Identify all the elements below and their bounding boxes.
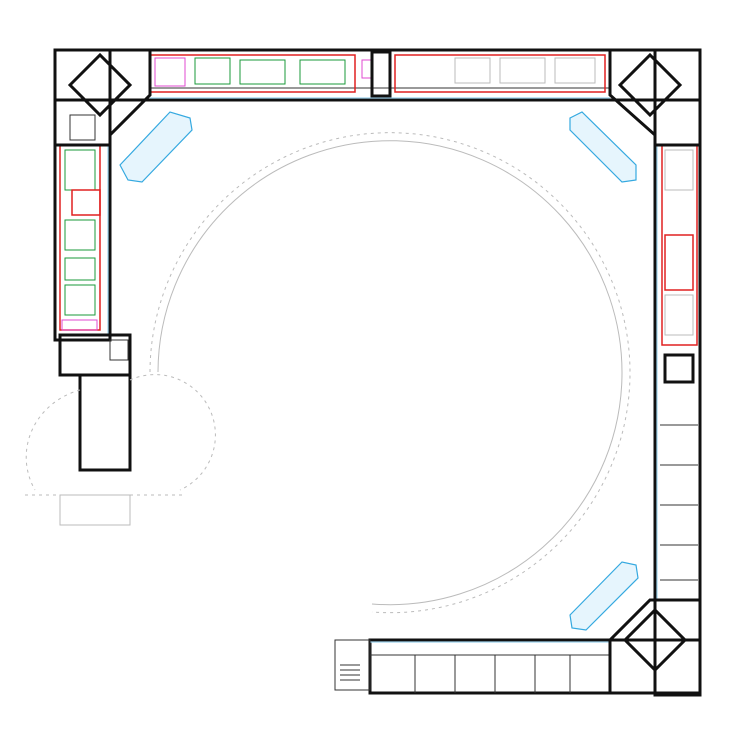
corner-tower-top-right bbox=[608, 48, 702, 147]
top-wing bbox=[53, 48, 702, 102]
skylight-top-right bbox=[569, 111, 637, 183]
bottom-wing bbox=[334, 638, 702, 695]
skylight-top-left bbox=[119, 111, 193, 183]
courtyard-arc-inner bbox=[157, 140, 623, 606]
left-wing bbox=[53, 48, 112, 342]
corner-tower-bottom-right bbox=[608, 598, 702, 695]
stair-icon bbox=[340, 664, 360, 681]
courtyard-arc bbox=[149, 132, 631, 614]
skylight-bottom-right bbox=[569, 561, 639, 631]
right-wing bbox=[653, 48, 702, 697]
left-annex bbox=[25, 333, 216, 526]
corner-tower-top-left bbox=[53, 48, 152, 147]
